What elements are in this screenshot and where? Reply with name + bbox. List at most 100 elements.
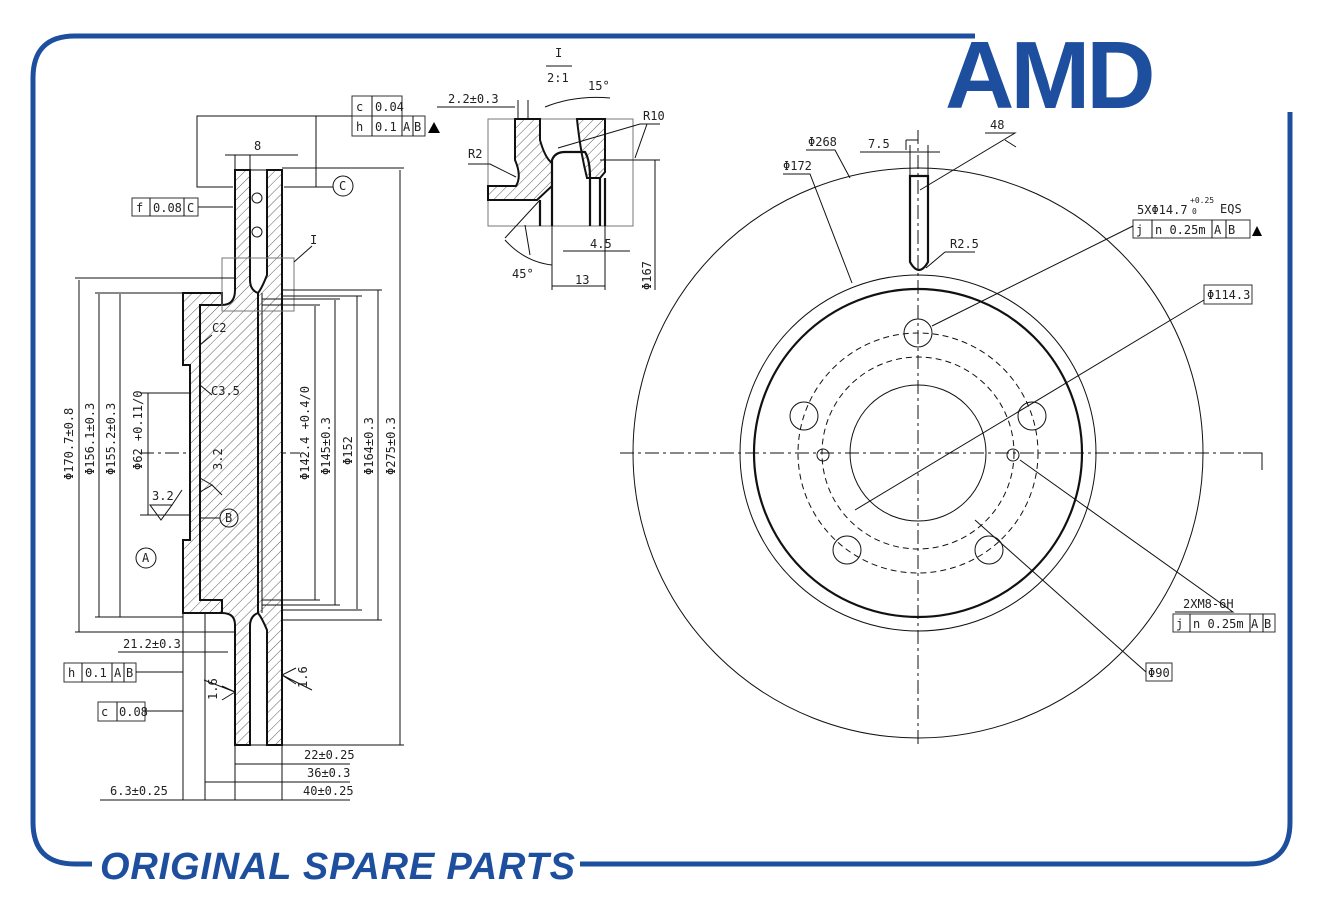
drawing-line [487, 118, 553, 201]
drawing-line [221, 257, 295, 312]
drawing-line [487, 118, 634, 227]
drawing-line [752, 287, 1084, 619]
drawing-label: n 0.25m [1155, 223, 1206, 237]
tolerance-frame-threads: j n 0.25m A B [1172, 613, 1276, 633]
drawing-line [557, 123, 660, 159]
drawing-label: A [403, 120, 411, 134]
drawing-label: j [1136, 223, 1143, 237]
drawing-label: Φ156.1±0.3 [83, 403, 97, 475]
drawing-line [504, 199, 553, 266]
drawing-line [251, 226, 263, 238]
drawing-line [280, 667, 313, 691]
dim-width-8: 8 [254, 139, 261, 153]
drawing-line [925, 251, 975, 269]
drawing-line [428, 122, 440, 133]
drawing-line [974, 535, 1004, 565]
drawing-line [931, 225, 1134, 327]
drawing-label: Φ152 [341, 436, 355, 465]
disc-inner-cheek [257, 169, 283, 746]
front-view: Φ268 Φ172 7.5 48 5XΦ14.7 +0.25 0 EQS j n… [620, 118, 1276, 745]
drawing-label: A [114, 666, 122, 680]
drawing-label: Φ142.4 +0.4/0 [298, 386, 312, 480]
drawing-line [199, 477, 223, 496]
drawing-label: Φ62 +0.11/0 [131, 391, 145, 470]
drawing-label: 15° [588, 79, 610, 93]
drawing-label: I [555, 46, 562, 60]
drawing-label: B [1228, 223, 1235, 237]
drawing-label: 0 [1192, 207, 1197, 216]
drawing-line [293, 245, 313, 263]
drawing-label: C [187, 201, 194, 215]
tolerance-frame-flatness: f 0.08 C [131, 197, 233, 217]
tolerance-frame-c: c 0.08 [97, 701, 183, 722]
drawing-label: Φ145±0.3 [319, 417, 333, 475]
chamfer-c3-5: C3.5 [211, 384, 240, 398]
drawing-line [905, 139, 929, 176]
drawing-label: Φ155.2±0.3 [104, 403, 118, 475]
drawing-label: 0.04 [375, 100, 404, 114]
drawing-label: 0.08 [119, 705, 148, 719]
roughness-1-6-b: 1.6 [296, 666, 310, 688]
drawing-line [118, 613, 283, 800]
section-view: I c 0.04 h 0.1 A B C 8 f 0.08 C C2 C3.5 [62, 95, 440, 801]
drawing-label: n 0.25m [1193, 617, 1244, 631]
drawing-label: 2XM8-6H [1183, 597, 1234, 611]
drawing-line [135, 547, 157, 569]
dim-thickness-40: 40±0.25 [303, 784, 354, 798]
drawing-label: f [136, 201, 143, 215]
drawing-label: EQS [1220, 202, 1242, 216]
disc-outer-cheek [199, 169, 259, 746]
drawing-line [251, 192, 263, 204]
detail-ref-label: I [310, 233, 317, 247]
datum-c: C [339, 179, 346, 193]
drawing-label: B [414, 120, 421, 134]
drawing-label: R2.5 [950, 237, 979, 251]
drawing-line [600, 159, 660, 290]
drawing-label: Φ90 [1148, 666, 1170, 680]
drawing-label: Φ170.7±0.8 [62, 408, 76, 480]
diameter-dimensions: Φ170.7±0.8 Φ156.1±0.3 Φ155.2±0.3 Φ62 +0.… [62, 167, 404, 746]
drawing-label: 0.08 [153, 201, 182, 215]
drawing-line [225, 154, 298, 170]
drawing-label: Φ275±0.3 [384, 417, 398, 475]
roughness-3-2-b: 3.2 [211, 448, 225, 470]
drawing-frame [30, 33, 1293, 867]
tolerance-frame-top: c 0.04 h 0.1 A B [351, 95, 440, 137]
drawing-line [854, 299, 1205, 511]
drawing-label: h [68, 666, 75, 680]
drawing-line [1017, 401, 1047, 431]
drawing-label: 13 [575, 273, 589, 287]
drawing-label: Φ164±0.3 [362, 417, 376, 475]
drawing-line [974, 519, 1147, 673]
drawing-label: B [126, 666, 133, 680]
drawing-line [816, 448, 830, 462]
drawing-label: 0.1 [375, 120, 397, 134]
drawing-line [199, 384, 213, 396]
drawing-line [544, 96, 611, 108]
drawing-line [821, 356, 1015, 550]
drawing-line [351, 115, 426, 137]
drawing-line [1203, 284, 1253, 305]
drawing-label: 45° [512, 267, 534, 281]
drawing-label: j [1176, 617, 1183, 631]
chamfer-c2: C2 [212, 321, 226, 335]
drawing-line [78, 170, 401, 745]
drawing-line [632, 167, 1204, 739]
drawing-label: A [1214, 223, 1222, 237]
drawing-line [199, 334, 213, 346]
roughness-3-2-a: 3.2 [152, 489, 174, 503]
drawing-line [1019, 459, 1235, 613]
drawing-line [789, 401, 819, 431]
dim-hat-6-3: 6.3±0.25 [110, 784, 168, 798]
drawing-label: 5XΦ14.7 [1137, 203, 1188, 217]
tolerance-frame-runout: h 0.1 A B [63, 662, 183, 683]
drawing-line [551, 226, 606, 290]
drawing-line [1006, 448, 1020, 462]
roughness-1-6-a: 1.6 [206, 678, 220, 700]
drawing-line [575, 118, 606, 179]
drawing-line [739, 274, 1097, 632]
drawing-line [1243, 452, 1263, 470]
drawing-line [832, 535, 862, 565]
datum-a: A [142, 551, 150, 565]
